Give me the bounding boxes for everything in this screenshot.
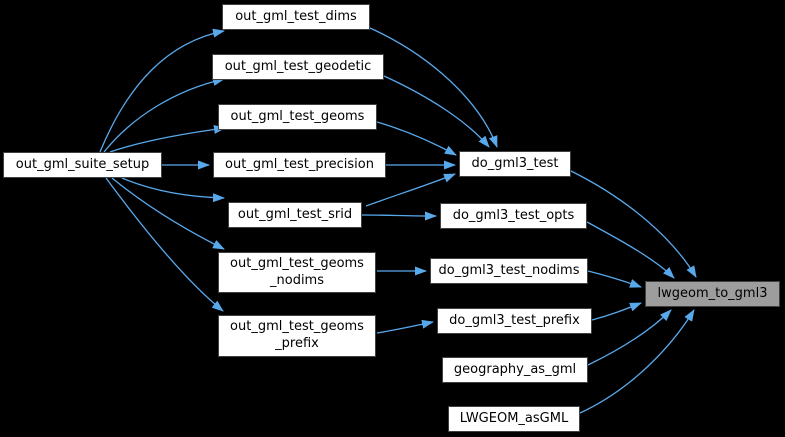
node-out_gml_test_geoms[interactable]: out_gml_test_geoms: [218, 104, 377, 130]
edge-out_gml_suite_setup-to-out_gml_test_geoms_prefix: [105, 177, 224, 312]
node-out_gml_test_srid[interactable]: out_gml_test_srid: [228, 202, 362, 228]
edge-do_gml3_test_opts-to-lwgeom_to_gml3: [586, 221, 675, 279]
edge-out_gml_test_geodetic-to-do_gml3_test: [383, 75, 490, 148]
node-lwgeom_to_gml3: lwgeom_to_gml3: [645, 281, 780, 307]
edge-out_gml_test_dims-to-do_gml3_test: [369, 27, 498, 148]
node-do_gml3_test[interactable]: do_gml3_test: [459, 151, 571, 177]
node-out_gml_test_geoms_nodims[interactable]: out_gml_test_geoms _nodims: [218, 252, 376, 293]
edge-out_gml_suite_setup-to-out_gml_test_geoms_nodims: [111, 177, 225, 250]
node-out_gml_test_geodetic[interactable]: out_gml_test_geodetic: [212, 54, 384, 80]
node-do_gml3_test_nodims[interactable]: do_gml3_test_nodims: [430, 258, 588, 284]
node-out_gml_test_precision[interactable]: out_gml_test_precision: [213, 152, 386, 178]
edge-out_gml_suite_setup-to-out_gml_test_geoms: [109, 124, 226, 153]
edge-do_gml3_test_prefix-to-lwgeom_to_gml3: [591, 302, 642, 321]
node-do_gml3_test_prefix[interactable]: do_gml3_test_prefix: [437, 308, 592, 334]
edge-group: [99, 27, 697, 414]
edge-out_gml_suite_setup-to-out_gml_test_srid: [121, 177, 225, 203]
edge-out_gml_test_srid-to-do_gml3_test_opts: [361, 211, 437, 221]
edge-out_gml_test_geoms_prefix-to-do_gml3_test_prefix: [376, 319, 434, 334]
edge-geography_as_gml-to-lwgeom_to_gml3: [587, 309, 672, 366]
edge-do_gml3_test_nodims-to-lwgeom_to_gml3: [587, 270, 642, 288]
edge-out_gml_suite_setup-to-out_gml_test_dims: [99, 28, 225, 153]
edge-out_gml_test_srid-to-do_gml3_test: [365, 173, 456, 207]
node-out_gml_suite_setup[interactable]: out_gml_suite_setup: [3, 152, 162, 178]
node-out_gml_test_dims[interactable]: out_gml_test_dims: [222, 4, 370, 30]
edge-do_gml3_test-to-lwgeom_to_gml3: [568, 169, 697, 278]
edge-out_gml_suite_setup-to-out_gml_test_geodetic: [103, 77, 225, 153]
edge-out_gml_test_geoms-to-do_gml3_test: [376, 121, 457, 156]
node-out_gml_test_geoms_prefix[interactable]: out_gml_test_geoms _prefix: [218, 315, 376, 357]
edge-LWGEOM_asGML-to-lwgeom_to_gml3: [579, 309, 695, 414]
node-LWGEOM_asGML[interactable]: LWGEOM_asGML: [448, 406, 580, 432]
node-do_gml3_test_opts[interactable]: do_gml3_test_opts: [440, 203, 587, 229]
node-geography_as_gml[interactable]: geography_as_gml: [442, 357, 588, 383]
